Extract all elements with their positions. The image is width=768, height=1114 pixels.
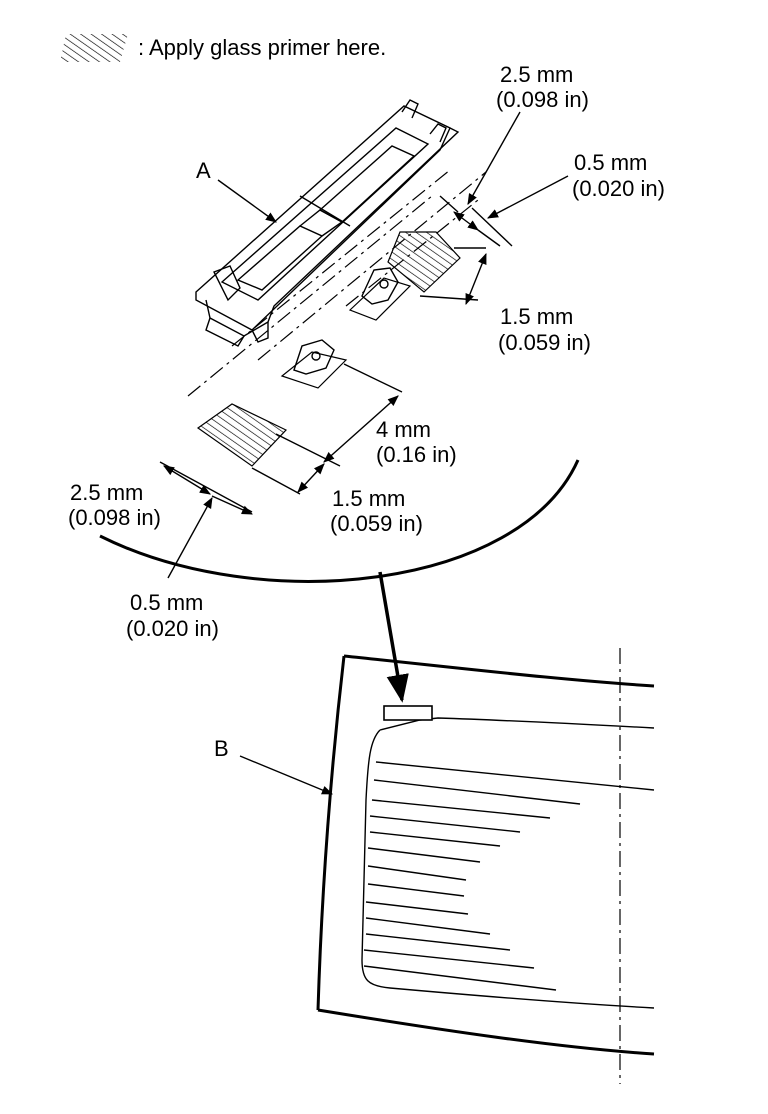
callout-b-label: B <box>214 736 229 761</box>
primer-pad-upper <box>348 231 461 321</box>
primer-pad-lower <box>196 403 287 467</box>
dim-top-2-5-mm: 2.5 mm <box>500 62 573 87</box>
callout-a-leader <box>217 179 277 223</box>
dim-right-1-5-in: (0.059 in) <box>498 330 591 355</box>
dim-left-2-5-mm: 2.5 mm <box>70 480 143 505</box>
mounting-tab-middle <box>280 339 348 389</box>
legend-text: : Apply glass primer here. <box>138 35 386 60</box>
bracket-on-glass <box>383 705 433 721</box>
detail-pointer-arrow <box>378 571 409 703</box>
dim-bottom-1-5-in: (0.059 in) <box>330 511 423 536</box>
dim-mid-4-mm: 4 mm <box>376 417 431 442</box>
mounting-outline <box>187 169 487 397</box>
dim-top-2-5-in: (0.098 in) <box>496 87 589 112</box>
dim-bottom-0-5-mm: 0.5 mm <box>130 590 203 615</box>
legend: : Apply glass primer here. <box>60 34 386 62</box>
dim-bottom-1-5-mm: 1.5 mm <box>332 486 405 511</box>
detail-view-arc <box>99 459 580 583</box>
dim-mid-4-in: (0.16 in) <box>376 442 457 467</box>
windshield-b <box>316 648 655 1084</box>
dim-left-2-5-in: (0.098 in) <box>68 505 161 530</box>
bracket-a <box>195 99 460 347</box>
legend-hatch-swatch <box>60 34 128 62</box>
callout-b-leader <box>239 755 334 795</box>
callout-a-label: A <box>196 158 211 183</box>
dim-top-0-5-in: (0.020 in) <box>572 176 665 201</box>
dim-bottom-0-5-in: (0.020 in) <box>126 616 219 641</box>
dim-top-0-5-mm: 0.5 mm <box>574 150 647 175</box>
dimension-lines-lower <box>159 363 403 579</box>
dim-right-1-5-mm: 1.5 mm <box>500 304 573 329</box>
dimension-lines-upper <box>419 111 569 306</box>
dimension-labels: 2.5 mm (0.098 in) 0.5 mm (0.020 in) 1.5 … <box>68 62 665 641</box>
